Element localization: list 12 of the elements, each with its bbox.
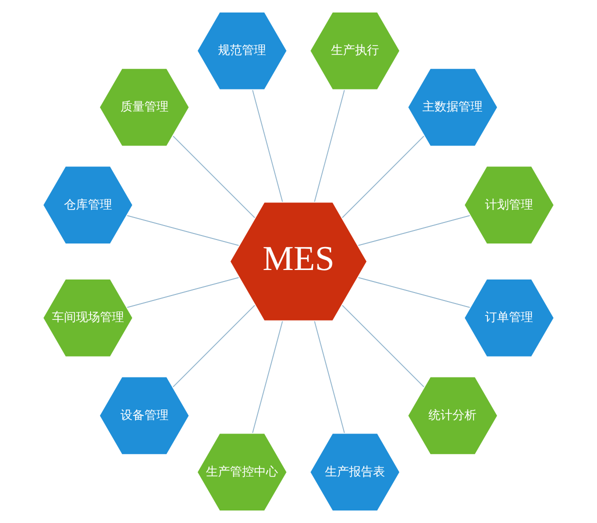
connector (172, 304, 256, 388)
connector (358, 277, 470, 308)
connector (342, 304, 424, 388)
connector (358, 215, 470, 246)
connector (342, 136, 424, 218)
connector (252, 320, 283, 434)
connector (126, 215, 240, 246)
connector (172, 136, 256, 218)
connector (314, 90, 345, 202)
connector (314, 320, 345, 434)
connector (126, 277, 240, 308)
connector (252, 90, 283, 202)
